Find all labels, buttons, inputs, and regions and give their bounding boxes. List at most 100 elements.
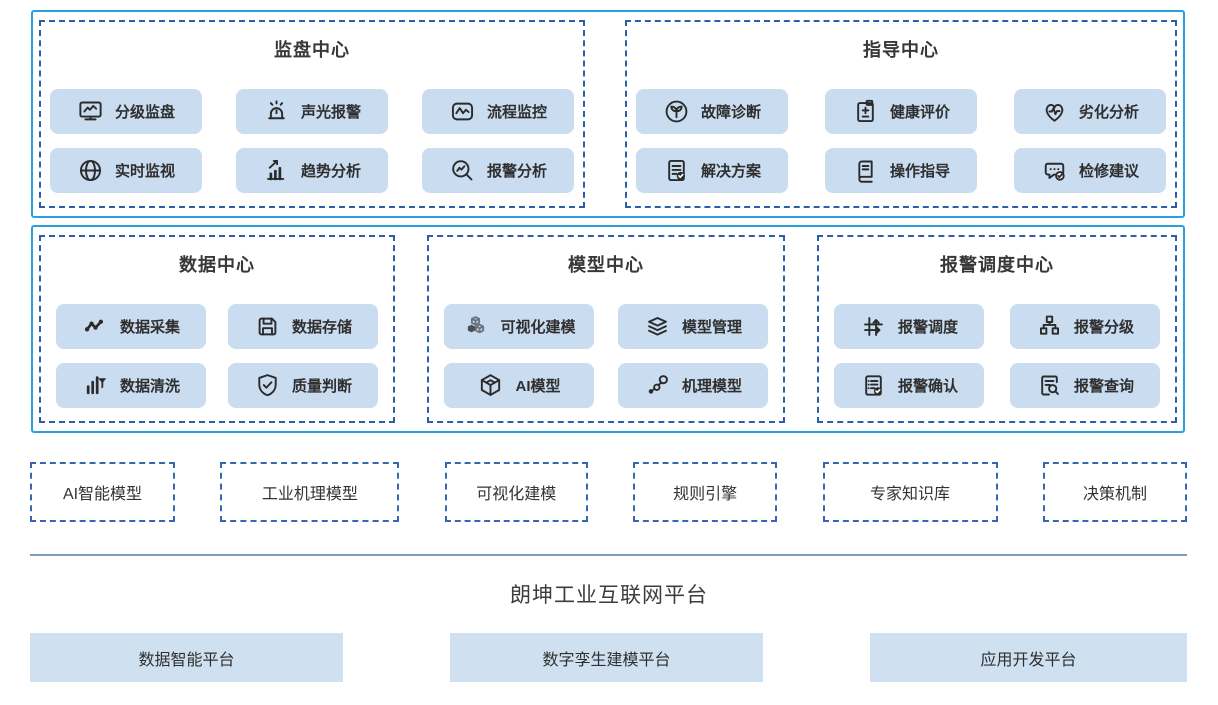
book-lines-icon xyxy=(852,157,879,184)
feature-label: 分级监盘 xyxy=(114,104,175,121)
feature-tile-sound-light-alarm[interactable]: 声光报警 xyxy=(236,89,388,134)
feature-label: 健康评价 xyxy=(889,104,950,121)
center-title: 报警调度中心 xyxy=(940,255,1054,275)
feature-label: 数据采集 xyxy=(119,319,180,336)
feature-tile-hierarchical-monitoring[interactable]: 分级监盘 xyxy=(50,89,202,134)
capability-box-decision-mechanism: 决策机制 xyxy=(1042,462,1187,522)
feature-label: 模型管理 xyxy=(681,319,742,336)
feature-label: 报警调度 xyxy=(897,319,958,336)
capability-label: 规则引擎 xyxy=(673,486,738,503)
platform-row: 数据智能平台 数字孪生建模平台 应用开发平台 xyxy=(30,633,1187,682)
core-centers-section: 数据中心 数据采集 数据存储 xyxy=(31,225,1185,433)
center-title: 监盘中心 xyxy=(274,40,350,60)
monitoring-center-box: 监盘中心 分级监盘 声光报警 xyxy=(39,20,585,208)
feature-label: 故障诊断 xyxy=(700,104,761,121)
platform-label: 数字孪生建模平台 xyxy=(542,651,671,669)
document-check-icon xyxy=(663,157,690,184)
feature-tile-process-monitoring[interactable]: 流程监控 xyxy=(422,89,574,134)
feature-tile-operation-guide[interactable]: 操作指导 xyxy=(825,148,977,193)
feature-tile-visual-modeling[interactable]: 可视化建模 xyxy=(444,304,594,349)
feature-tile-data-storage[interactable]: 数据存储 xyxy=(228,304,378,349)
feature-tile-realtime-monitoring[interactable]: 实时监视 xyxy=(50,148,202,193)
application-centers-section: 监盘中心 分级监盘 声光报警 xyxy=(31,10,1185,218)
feature-tile-health-evaluation[interactable]: 健康评价 xyxy=(825,89,977,134)
feature-tile-model-management[interactable]: 模型管理 xyxy=(618,304,768,349)
clipboard-plus-icon xyxy=(852,98,879,125)
hierarchy-icon xyxy=(1036,313,1063,340)
feature-tile-solution[interactable]: 解决方案 xyxy=(636,148,788,193)
globe-icon xyxy=(77,157,104,184)
list-check-icon xyxy=(860,372,887,399)
feature-tile-ai-model[interactable]: AI模型 xyxy=(444,363,594,408)
center-title: 数据中心 xyxy=(179,255,255,275)
feature-tile-quality-judgement[interactable]: 质量判断 xyxy=(228,363,378,408)
capability-row: AI智能模型 工业机理模型 可视化建模 规则引擎 专家知识库 决策机制 xyxy=(30,462,1187,522)
capability-box-expert-knowledge-base: 专家知识库 xyxy=(822,462,998,522)
flow-monitor-icon xyxy=(449,98,476,125)
guidance-center-box: 指导中心 故障诊断 健康评价 xyxy=(625,20,1177,208)
chat-check-icon xyxy=(1041,157,1068,184)
feature-tile-data-collection[interactable]: 数据采集 xyxy=(56,304,206,349)
platform-label: 应用开发平台 xyxy=(980,651,1077,669)
feature-tile-alarm-confirmation[interactable]: 报警确认 xyxy=(834,363,984,408)
feature-tile-alarm-dispatch[interactable]: 报警调度 xyxy=(834,304,984,349)
center-title: 模型中心 xyxy=(568,255,644,275)
feature-label: 声光报警 xyxy=(300,104,361,121)
capability-label: 专家知识库 xyxy=(870,486,951,503)
feature-tile-alarm-query[interactable]: 报警查询 xyxy=(1010,363,1160,408)
capability-box-rule-engine: 规则引擎 xyxy=(633,462,778,522)
data-points-icon xyxy=(82,313,109,340)
siren-icon xyxy=(263,98,290,125)
cube-3d-icon xyxy=(477,372,504,399)
tile-grid: 报警调度 报警分级 报警确认 xyxy=(819,304,1175,408)
divider-line xyxy=(30,554,1187,556)
feature-label: 解决方案 xyxy=(700,163,761,180)
feature-tile-data-cleaning[interactable]: 数据清洗 xyxy=(56,363,206,408)
feature-tile-trend-analysis[interactable]: 趋势分析 xyxy=(236,148,388,193)
capability-label: 可视化建模 xyxy=(476,486,557,503)
sprout-circle-icon xyxy=(663,98,690,125)
platform-box-data-intelligence: 数据智能平台 xyxy=(30,633,343,682)
document-search-icon xyxy=(1036,372,1063,399)
capability-label: 工业机理模型 xyxy=(261,486,358,503)
molecule-icon xyxy=(644,372,671,399)
feature-tile-alarm-grading[interactable]: 报警分级 xyxy=(1010,304,1160,349)
platform-title: 朗坤工业互联网平台 xyxy=(510,584,708,607)
feature-label: 可视化建模 xyxy=(500,319,576,336)
feature-tile-maintenance-advice[interactable]: 检修建议 xyxy=(1014,148,1166,193)
feature-label: 流程监控 xyxy=(486,104,547,121)
model-center-box: 模型中心 可视化建模 模型管理 xyxy=(427,235,785,423)
platform-label: 数据智能平台 xyxy=(138,651,235,669)
feature-label: 趋势分析 xyxy=(300,163,361,180)
capability-box-industrial-mechanism-model: 工业机理模型 xyxy=(220,462,400,522)
data-center-box: 数据中心 数据采集 数据存储 xyxy=(39,235,395,423)
feature-label: 数据存储 xyxy=(291,319,352,336)
layers-icon xyxy=(644,313,671,340)
tile-grid: 数据采集 数据存储 数据清洗 xyxy=(41,304,393,408)
tile-grid: 故障诊断 健康评价 劣化分析 xyxy=(627,89,1175,193)
heart-pulse-icon xyxy=(1041,98,1068,125)
feature-label: 数据清洗 xyxy=(119,378,180,395)
feature-label: 实时监视 xyxy=(114,163,175,180)
shield-check-icon xyxy=(254,372,281,399)
trend-bars-icon xyxy=(263,157,290,184)
bar-funnel-icon xyxy=(82,372,109,399)
feature-tile-fault-diagnosis[interactable]: 故障诊断 xyxy=(636,89,788,134)
feature-label: 检修建议 xyxy=(1078,163,1139,180)
tile-grid: 可视化建模 模型管理 AI模型 xyxy=(429,304,783,408)
capability-label: AI智能模型 xyxy=(62,486,143,503)
feature-tile-alarm-analysis[interactable]: 报警分析 xyxy=(422,148,574,193)
alarm-dispatch-center-box: 报警调度中心 报警调度 报警分级 xyxy=(817,235,1177,423)
platform-box-digital-twin-modeling: 数字孪生建模平台 xyxy=(450,633,763,682)
capability-label: 决策机制 xyxy=(1082,486,1147,503)
tile-grid: 分级监盘 声光报警 流程监控 xyxy=(41,89,583,193)
platform-box-application-development: 应用开发平台 xyxy=(870,633,1187,682)
feature-label: 质量判断 xyxy=(291,378,352,395)
feature-label: AI模型 xyxy=(515,378,561,395)
feature-tile-deterioration-analysis[interactable]: 劣化分析 xyxy=(1014,89,1166,134)
feature-label: 操作指导 xyxy=(889,163,950,180)
feature-tile-mechanism-model[interactable]: 机理模型 xyxy=(618,363,768,408)
capability-box-ai-model: AI智能模型 xyxy=(30,462,175,522)
feature-label: 劣化分析 xyxy=(1078,104,1139,121)
